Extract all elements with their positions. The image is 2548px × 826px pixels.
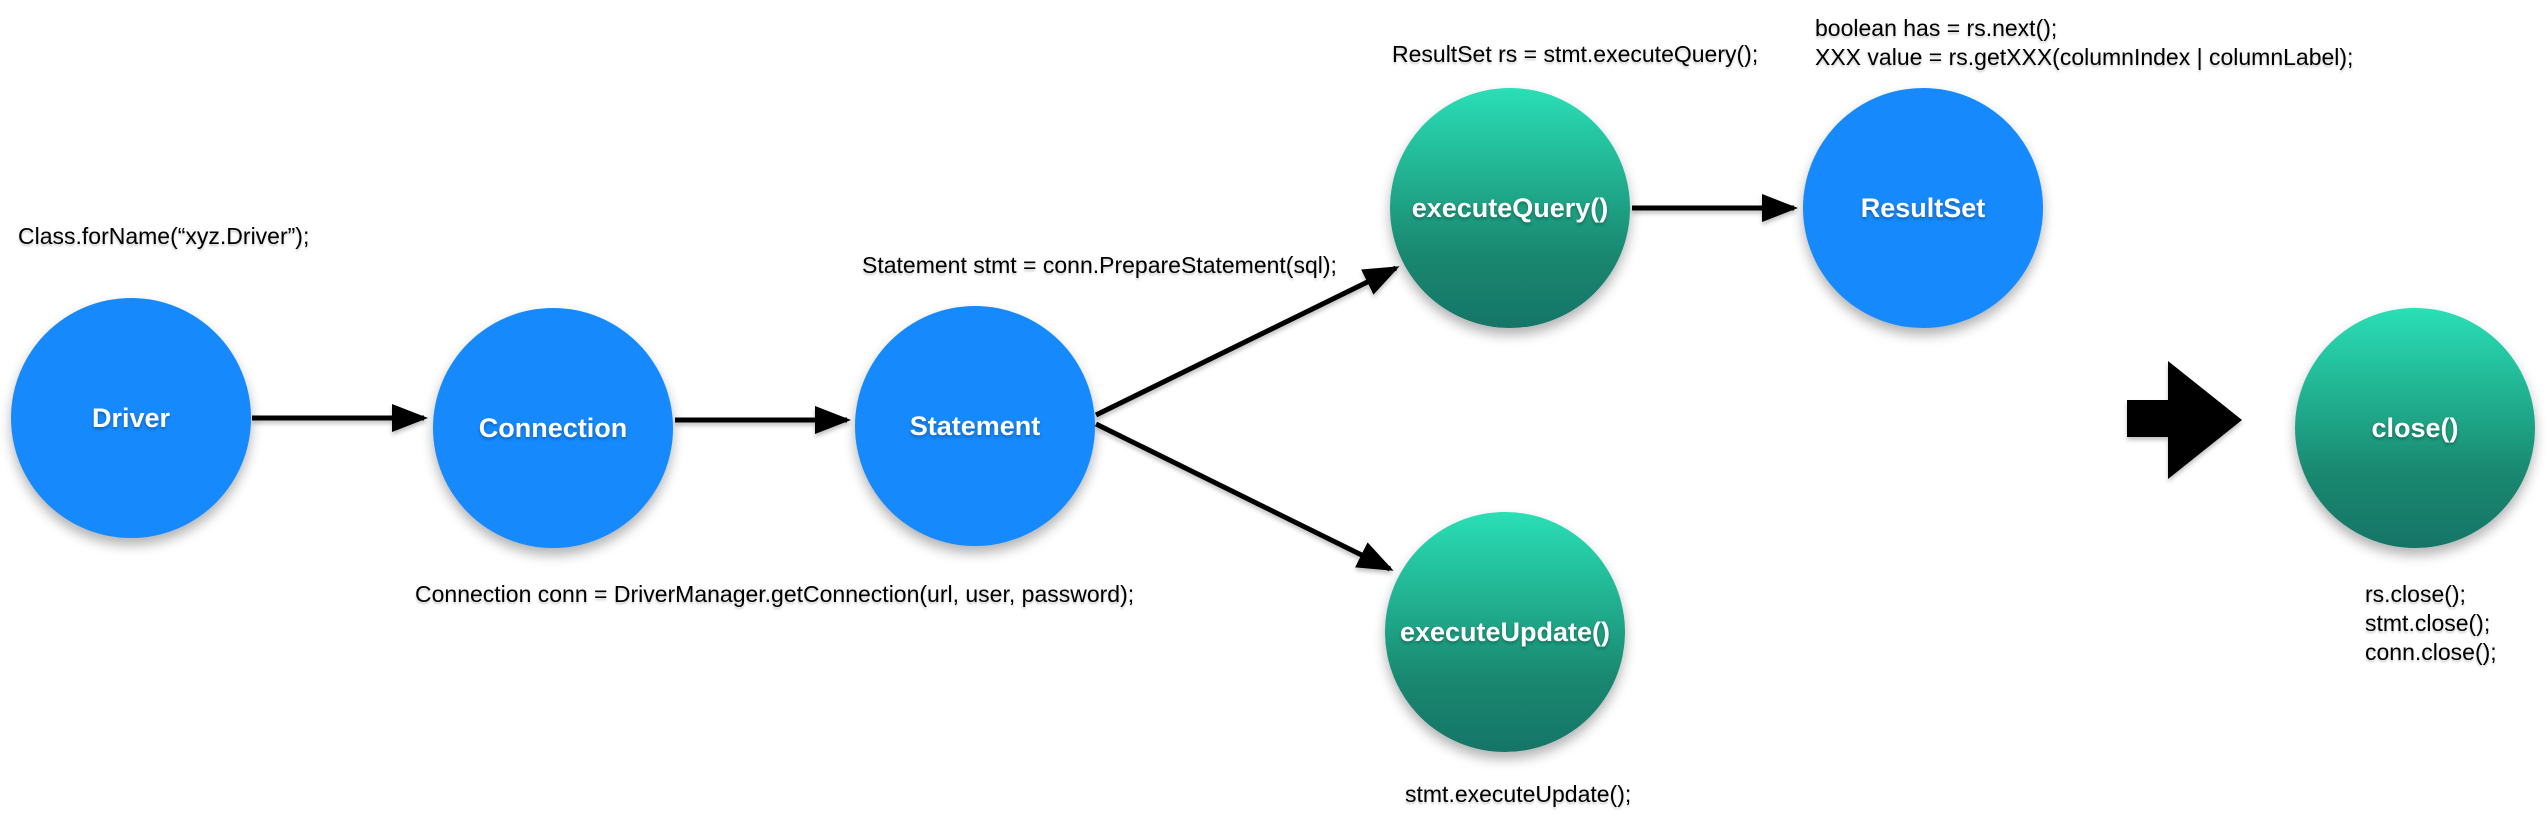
arrow-statement-to-executequery [1094, 265, 1400, 418]
node-driver-label: Driver [91, 402, 171, 433]
node-statement: Statement [855, 306, 1095, 546]
thick-right-arrow-icon [2127, 361, 2242, 479]
arrow-statement-to-executeupdate [1094, 421, 1394, 572]
annotation-executeupdate-code: stmt.executeUpdate(); [1405, 781, 1632, 807]
annotation-close-code-line2: stmt.close(); [2365, 610, 2491, 636]
annotation-resultset-usage-line1: boolean has = rs.next(); [1815, 15, 2058, 41]
annotation-connection-code: Connection conn = DriverManager.getConne… [415, 581, 1135, 607]
annotation-close-code: rs.close(); stmt.close(); conn.close(); [2365, 580, 2497, 667]
node-statement-label: Statement [909, 410, 1041, 441]
node-connection-label: Connection [478, 412, 628, 443]
node-driver: Driver [11, 298, 251, 538]
node-resultset-label: ResultSet [1860, 192, 1986, 223]
node-executeupdate-label: executeUpdate() [1399, 616, 1611, 647]
node-close-label: close() [2371, 412, 2459, 443]
node-executequery: executeQuery() [1390, 88, 1630, 328]
node-executequery-label: executeQuery() [1411, 192, 1609, 223]
annotation-resultset-usage: boolean has = rs.next(); XXX value = rs.… [1815, 14, 2353, 72]
node-connection: Connection [433, 308, 673, 548]
node-close: close() [2295, 308, 2535, 548]
annotation-driver-code: Class.forName(“xyz.Driver”); [18, 223, 310, 249]
annotation-statement-code: Statement stmt = conn.PrepareStatement(s… [862, 252, 1337, 278]
annotation-executequery-code: ResultSet rs = stmt.executeQuery(); [1392, 41, 1759, 67]
annotation-close-code-line1: rs.close(); [2365, 581, 2466, 607]
annotation-resultset-usage-line2: XXX value = rs.getXXX(columnIndex | colu… [1815, 44, 2354, 70]
annotation-close-code-line3: conn.close(); [2365, 639, 2497, 665]
node-resultset: ResultSet [1803, 88, 2043, 328]
node-executeupdate: executeUpdate() [1385, 512, 1625, 752]
